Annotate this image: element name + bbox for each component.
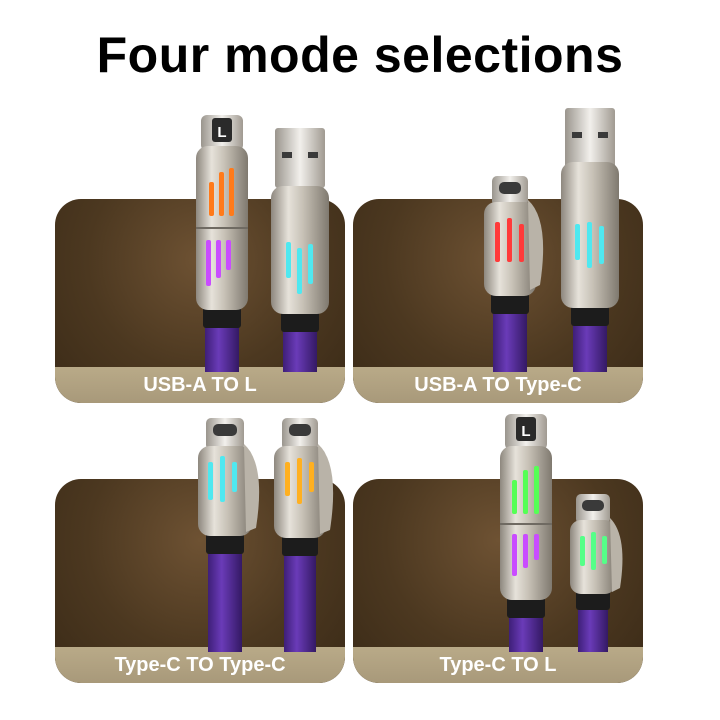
usb-a-connector-icon bbox=[275, 128, 325, 188]
svg-text:L: L bbox=[521, 423, 530, 440]
lightning-connector-icon bbox=[201, 115, 243, 151]
mode-panel-usba-to-typec: USB-A TO Type-C bbox=[353, 199, 643, 403]
mode-panel-typec-to-typec: Type-C TO Type-C bbox=[55, 479, 345, 683]
svg-text:L: L bbox=[217, 124, 226, 141]
label-bar bbox=[55, 647, 345, 683]
page-title: Four mode selections bbox=[96, 27, 624, 83]
mode-panel-typec-to-l: Type-C TO L bbox=[353, 479, 643, 683]
label-bar bbox=[353, 367, 643, 403]
mode-panel-usba-to-l: USB-A TO L bbox=[55, 199, 345, 403]
mode-label: USB-A TO Type-C bbox=[414, 374, 582, 396]
mode-label: USB-A TO L bbox=[143, 374, 257, 396]
label-bar bbox=[55, 367, 345, 403]
label-bar bbox=[353, 647, 643, 683]
mode-label: Type-C TO L bbox=[439, 654, 557, 676]
mode-label: Type-C TO Type-C bbox=[114, 654, 286, 676]
